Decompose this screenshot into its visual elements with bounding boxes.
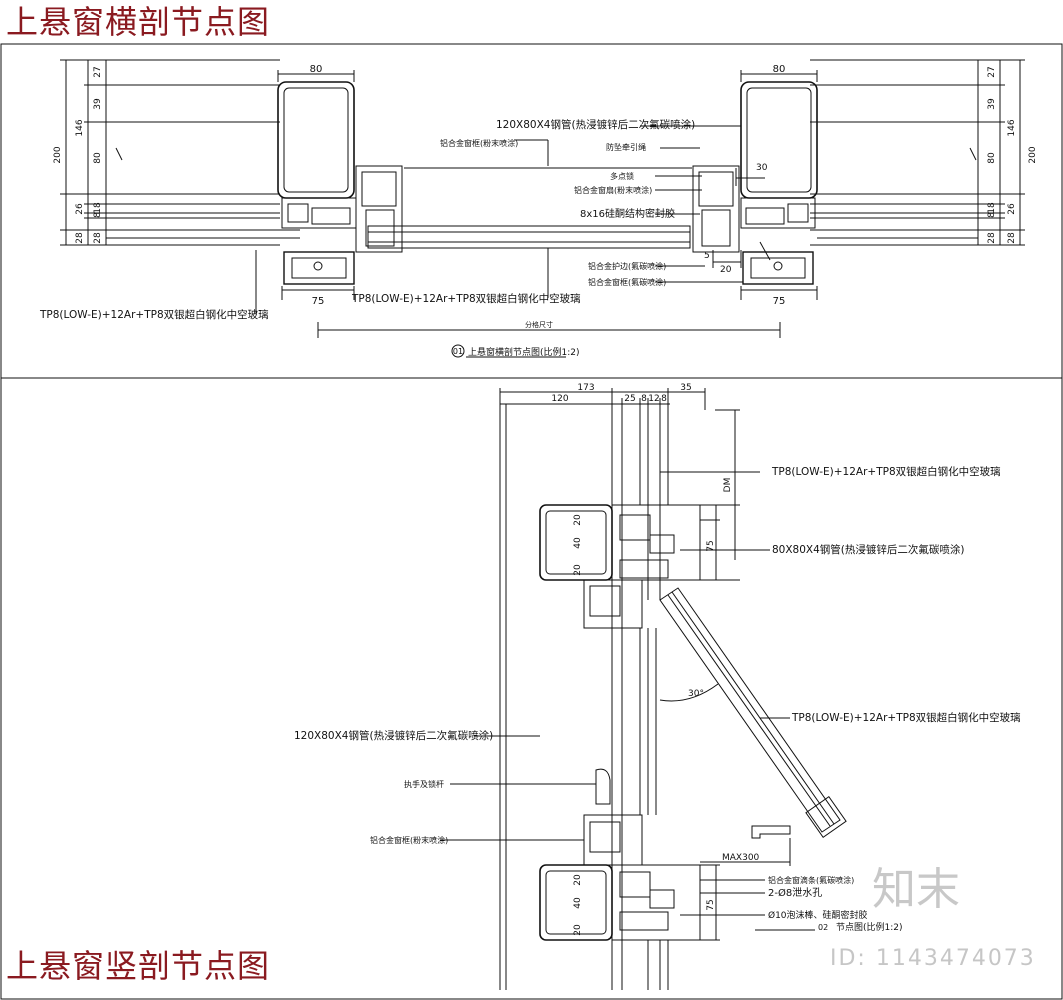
dim-v-173: 173 bbox=[577, 383, 594, 393]
watermark-image-id: ID: 1143474073 bbox=[830, 946, 1036, 971]
label-multipoint-lock: 多点锁 bbox=[610, 171, 634, 181]
caption-number-h: 01 bbox=[453, 347, 463, 356]
label-drain-holes: 2-Ø8泄水孔 bbox=[768, 886, 822, 899]
caption-v: 节点图(比例1:2) bbox=[836, 921, 903, 933]
dim-h-right-0: 27 bbox=[987, 66, 997, 77]
angle-label: 30° bbox=[688, 689, 704, 699]
dim-h-right-9: 28 bbox=[987, 232, 997, 244]
dim-v-8a: 8 bbox=[641, 394, 647, 404]
dim-h-right-1: 39 bbox=[987, 98, 997, 110]
vertical-dimension-texts: 173 35 120 25 8 12 8 75 75 MAX300 DM 30°… bbox=[551, 383, 759, 936]
dim-h-left-9: 28 bbox=[93, 232, 103, 244]
dim-h-top-right: 80 bbox=[773, 64, 786, 75]
dim-h-right-4: 200 bbox=[1028, 146, 1038, 163]
label-alu-cover: 铝合金护边(氟碳喷涂) bbox=[588, 261, 666, 271]
dim-h-right-8: 28 bbox=[1007, 232, 1017, 244]
dim-h-bottom-left: 75 bbox=[312, 296, 325, 307]
horizontal-section-drawing bbox=[60, 59, 1025, 358]
label-opening-width: 分格尺寸 bbox=[525, 320, 553, 329]
dim-v-75-upper: 75 bbox=[706, 540, 716, 551]
label-glass-top-v: TP8(LOW-E)+12Ar+TP8双银超白钢化中空玻璃 bbox=[771, 465, 1001, 478]
horizontal-annotations: 120X80X4钢管(热浸镀锌后二次氟碳喷涂) 铝合金窗框(粉末喷涂) 防坠牵引… bbox=[39, 118, 695, 358]
caption-h: 上悬窗横剖节点图(比例1:2) bbox=[468, 346, 580, 358]
dim-v-small-1: 20 bbox=[573, 514, 583, 526]
dim-v-120: 120 bbox=[551, 394, 568, 404]
dim-v-8b: 8 bbox=[661, 394, 667, 404]
dim-v-small-5: 40 bbox=[573, 897, 583, 909]
dim-h-small-20: 20 bbox=[720, 265, 732, 275]
dim-h-left-7: 8 bbox=[93, 212, 103, 218]
label-steel-80-v: 80X80X4钢管(热浸镀锌后二次氟碳喷涂) bbox=[772, 543, 964, 556]
horizontal-section-title: 上悬窗横剖节点图 bbox=[6, 3, 271, 41]
dim-v-75-lower: 75 bbox=[706, 899, 716, 910]
label-alu-bottom: 铝合金窗框(氟碳喷涂) bbox=[588, 277, 666, 287]
vertical-section-title: 上悬窗竖剖节点图 bbox=[6, 947, 271, 985]
dim-h-left-3: 80 bbox=[93, 152, 103, 164]
label-glass-mid: TP8(LOW-E)+12Ar+TP8双银超白钢化中空玻璃 bbox=[351, 292, 581, 305]
dim-h-left-4: 200 bbox=[53, 146, 63, 163]
dim-h-left-5: 26 bbox=[75, 203, 85, 215]
caption-number-v: 02 bbox=[818, 923, 828, 932]
label-sealant: 8x16硅酮结构密封胶 bbox=[580, 207, 675, 220]
dim-h-left-0: 27 bbox=[93, 66, 103, 77]
dim-v-small-6: 20 bbox=[573, 924, 583, 936]
dim-h-right-2: 146 bbox=[1007, 119, 1017, 136]
dim-h-left-6: 18 bbox=[93, 202, 103, 214]
dim-v-dm: DM bbox=[723, 478, 733, 493]
label-glass-sash-v: TP8(LOW-E)+12Ar+TP8双银超白钢化中空玻璃 bbox=[791, 711, 1021, 724]
dim-h-right-5: 26 bbox=[1007, 203, 1017, 215]
dim-v-small-2: 40 bbox=[573, 537, 583, 549]
label-steel-120-v: 120X80X4钢管(热浸镀锌后二次氟碳喷涂) bbox=[294, 729, 493, 742]
dim-v-12: 12 bbox=[648, 394, 659, 404]
dim-h-left-1: 39 bbox=[93, 98, 103, 110]
vertical-section-drawing bbox=[440, 388, 847, 990]
watermark-logo: 知末 bbox=[872, 864, 960, 915]
dim-h-right-3: 80 bbox=[987, 152, 997, 164]
label-alu-drip: 铝合金窗滴条(氟碳喷涂) bbox=[768, 875, 854, 885]
dim-h-right-6: 18 bbox=[987, 202, 997, 214]
label-glass-left: TP8(LOW-E)+12Ar+TP8双银超白钢化中空玻璃 bbox=[39, 308, 269, 321]
dim-h-left-8: 28 bbox=[75, 232, 85, 244]
label-steel-pipe-h: 120X80X4钢管(热浸镀锌后二次氟碳喷涂) bbox=[496, 118, 695, 131]
label-foam-rod: Ø10泡沫棒、硅酮密封胶 bbox=[768, 909, 868, 921]
dim-h-right-7: 8 bbox=[987, 212, 997, 218]
vertical-annotations: TP8(LOW-E)+12Ar+TP8双银超白钢化中空玻璃 80X80X4钢管(… bbox=[294, 465, 1021, 933]
label-alu-sash: 铝合金窗扇(粉末喷涂) bbox=[574, 185, 652, 195]
label-wind-brace: 防坠牵引绳 bbox=[606, 142, 646, 152]
dim-h-small-30: 30 bbox=[756, 163, 768, 173]
dim-v-35: 35 bbox=[680, 383, 691, 393]
dim-v-25: 25 bbox=[624, 394, 635, 404]
label-alu-frame-v: 铝合金窗框(粉末喷涂) bbox=[370, 835, 448, 845]
label-handle: 执手及锁杆 bbox=[404, 779, 444, 789]
label-alu-frame-top: 铝合金窗框(粉末喷涂) bbox=[440, 138, 518, 148]
dim-v-max300: MAX300 bbox=[722, 853, 760, 863]
dim-h-left-2: 146 bbox=[75, 119, 85, 136]
dim-h-bottom-right: 75 bbox=[773, 296, 786, 307]
dim-h-top-left: 80 bbox=[310, 64, 323, 75]
sheet-border bbox=[0, 43, 1063, 1000]
dim-h-small-5: 5 bbox=[704, 251, 710, 261]
dim-v-small-3: 20 bbox=[573, 564, 583, 576]
dim-v-small-4: 20 bbox=[573, 874, 583, 886]
